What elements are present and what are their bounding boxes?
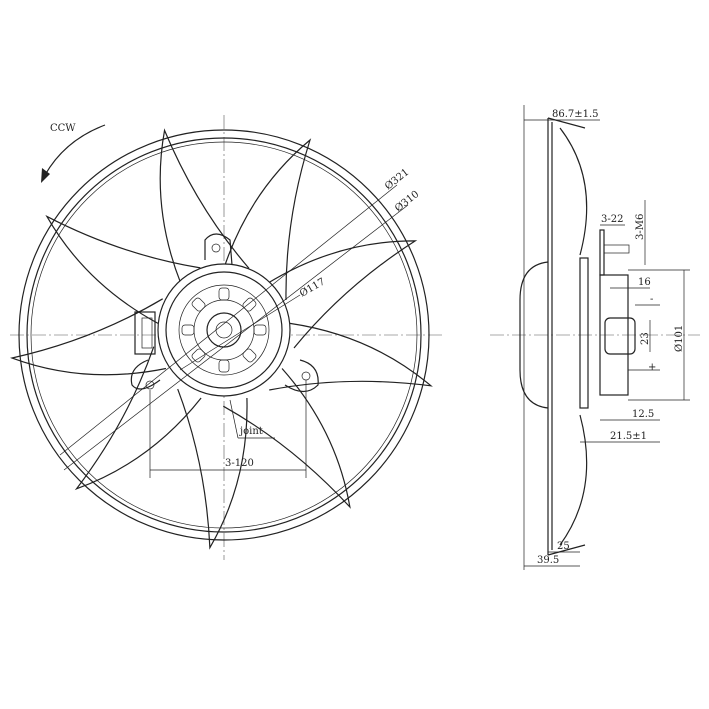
motor-bracket xyxy=(579,257,589,409)
motor-vent-slot xyxy=(191,297,206,312)
joint-label: joint xyxy=(239,426,263,437)
motor-body xyxy=(599,274,629,396)
dia-310-label: Ø310 xyxy=(393,189,421,214)
fan-blade xyxy=(223,138,312,301)
motor-mount-ears xyxy=(130,233,319,393)
fan-blade xyxy=(159,128,250,284)
motor-vent-slot xyxy=(218,287,230,301)
joint-leader xyxy=(229,399,239,439)
dia-321-leader xyxy=(59,184,398,456)
motor-vent-slot xyxy=(218,359,230,373)
motor-vent-ring xyxy=(178,284,270,376)
dim-25-label: 25 xyxy=(557,541,570,552)
dia-310-leader xyxy=(63,204,409,471)
motor-vents xyxy=(181,287,267,373)
motor-housing xyxy=(157,263,291,397)
connector-offset-label: 16 xyxy=(638,277,651,288)
motor-vent-slot xyxy=(191,348,206,363)
shroud-lip xyxy=(30,141,418,529)
mount-pattern-label: 3-120 xyxy=(225,458,254,469)
dim-21-5-label: 21.5±1 xyxy=(610,431,647,442)
depth-label: 86.7±1.5 xyxy=(552,109,599,120)
connector-plug xyxy=(141,317,153,349)
fan-blade xyxy=(223,368,351,509)
motor-vent-slot xyxy=(242,348,257,363)
connector xyxy=(604,317,636,355)
motor-vent-slot xyxy=(253,324,267,336)
dim-39-5-label: 39.5 xyxy=(537,555,559,566)
motor-vent-slot xyxy=(242,297,257,312)
motor-vent-slot xyxy=(181,324,195,336)
blade-profile xyxy=(559,127,588,546)
hub-profile xyxy=(519,261,549,409)
bolt xyxy=(603,244,630,254)
connector-housing xyxy=(134,311,156,355)
shroud-profile xyxy=(547,117,586,556)
rotation-arrow xyxy=(44,124,106,176)
side-view: 86.7±1.5 3-22 3-M6 16 - + 23 Ø101 12.5 2… xyxy=(490,105,700,570)
motor-dia-label: Ø101 xyxy=(674,325,685,352)
pin-spacing-label: 23 xyxy=(640,332,651,345)
bolt-plate xyxy=(599,229,605,276)
mount-hole xyxy=(211,243,221,253)
plus-label: + xyxy=(648,362,656,373)
front-view: CCW Ø321 Ø310 Ø117 joint 3-120 xyxy=(10,115,445,560)
mount-hole xyxy=(145,380,155,390)
shroud-outer-ring xyxy=(18,129,430,541)
fan-blade xyxy=(266,240,418,349)
dia-321-label: Ø321 xyxy=(383,167,411,192)
mount-hole xyxy=(301,371,311,381)
fan-blade xyxy=(10,298,167,376)
bolt-spacing-label: 3-22 xyxy=(601,214,623,225)
fan-blade xyxy=(74,346,202,491)
fan-blade xyxy=(177,388,248,550)
shroud-inner-ring xyxy=(26,137,422,533)
minus-label: - xyxy=(650,294,653,305)
dia-117-label: Ø117 xyxy=(298,276,327,299)
rotation-arrowhead-icon xyxy=(41,168,50,183)
rotation-label: CCW xyxy=(50,123,76,134)
motor-housing-inner xyxy=(165,271,283,389)
dia-117-leader xyxy=(179,294,301,371)
dim-12-5-label: 12.5 xyxy=(632,409,654,420)
fan-blade xyxy=(45,214,201,324)
bolt-thread-label: 3-M6 xyxy=(635,214,646,240)
